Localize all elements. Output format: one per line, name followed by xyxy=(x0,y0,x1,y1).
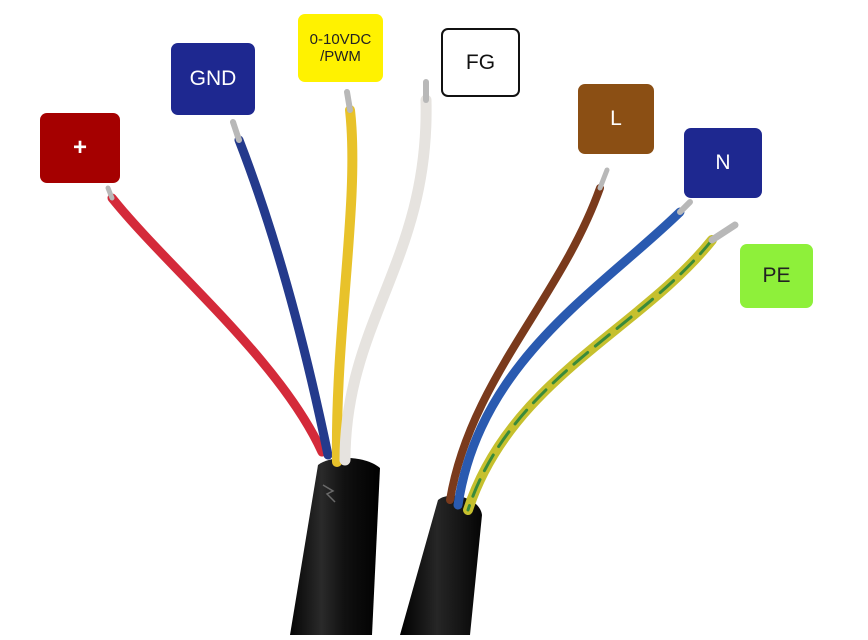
wire-fg xyxy=(339,94,432,466)
label-control-signal: 0-10VDC /PWM xyxy=(298,14,383,82)
label-l: L xyxy=(578,84,654,154)
label-n: N xyxy=(684,128,762,198)
right-cable-jacket xyxy=(400,495,482,635)
jacket-marking xyxy=(322,484,336,503)
label-pe: PE xyxy=(740,244,813,308)
label-pe-text: PE xyxy=(762,264,791,287)
label-control-signal-text: 0-10VDC /PWM xyxy=(309,31,372,65)
right-wires xyxy=(446,184,717,515)
label-plus-text: + xyxy=(72,134,87,161)
wire-ctrl xyxy=(331,105,358,467)
label-plus: + xyxy=(40,113,120,183)
wire-gnd xyxy=(234,135,333,460)
label-n-text: N xyxy=(715,151,731,174)
wire-pe-stripe xyxy=(466,238,714,512)
left-cable-jacket xyxy=(290,457,380,635)
right-wire-tips xyxy=(597,167,739,244)
wire-l xyxy=(446,184,604,504)
label-gnd: GND xyxy=(171,43,255,115)
label-fg: FG xyxy=(441,28,520,97)
wire-pe xyxy=(463,235,717,515)
label-l-text: L xyxy=(610,107,622,130)
wire-n xyxy=(453,207,685,510)
left-wire-tips xyxy=(105,79,429,201)
left-wires xyxy=(107,94,432,467)
label-gnd-text: GND xyxy=(189,67,237,90)
wire-plus xyxy=(107,193,327,457)
label-fg-text: FG xyxy=(465,50,496,74)
